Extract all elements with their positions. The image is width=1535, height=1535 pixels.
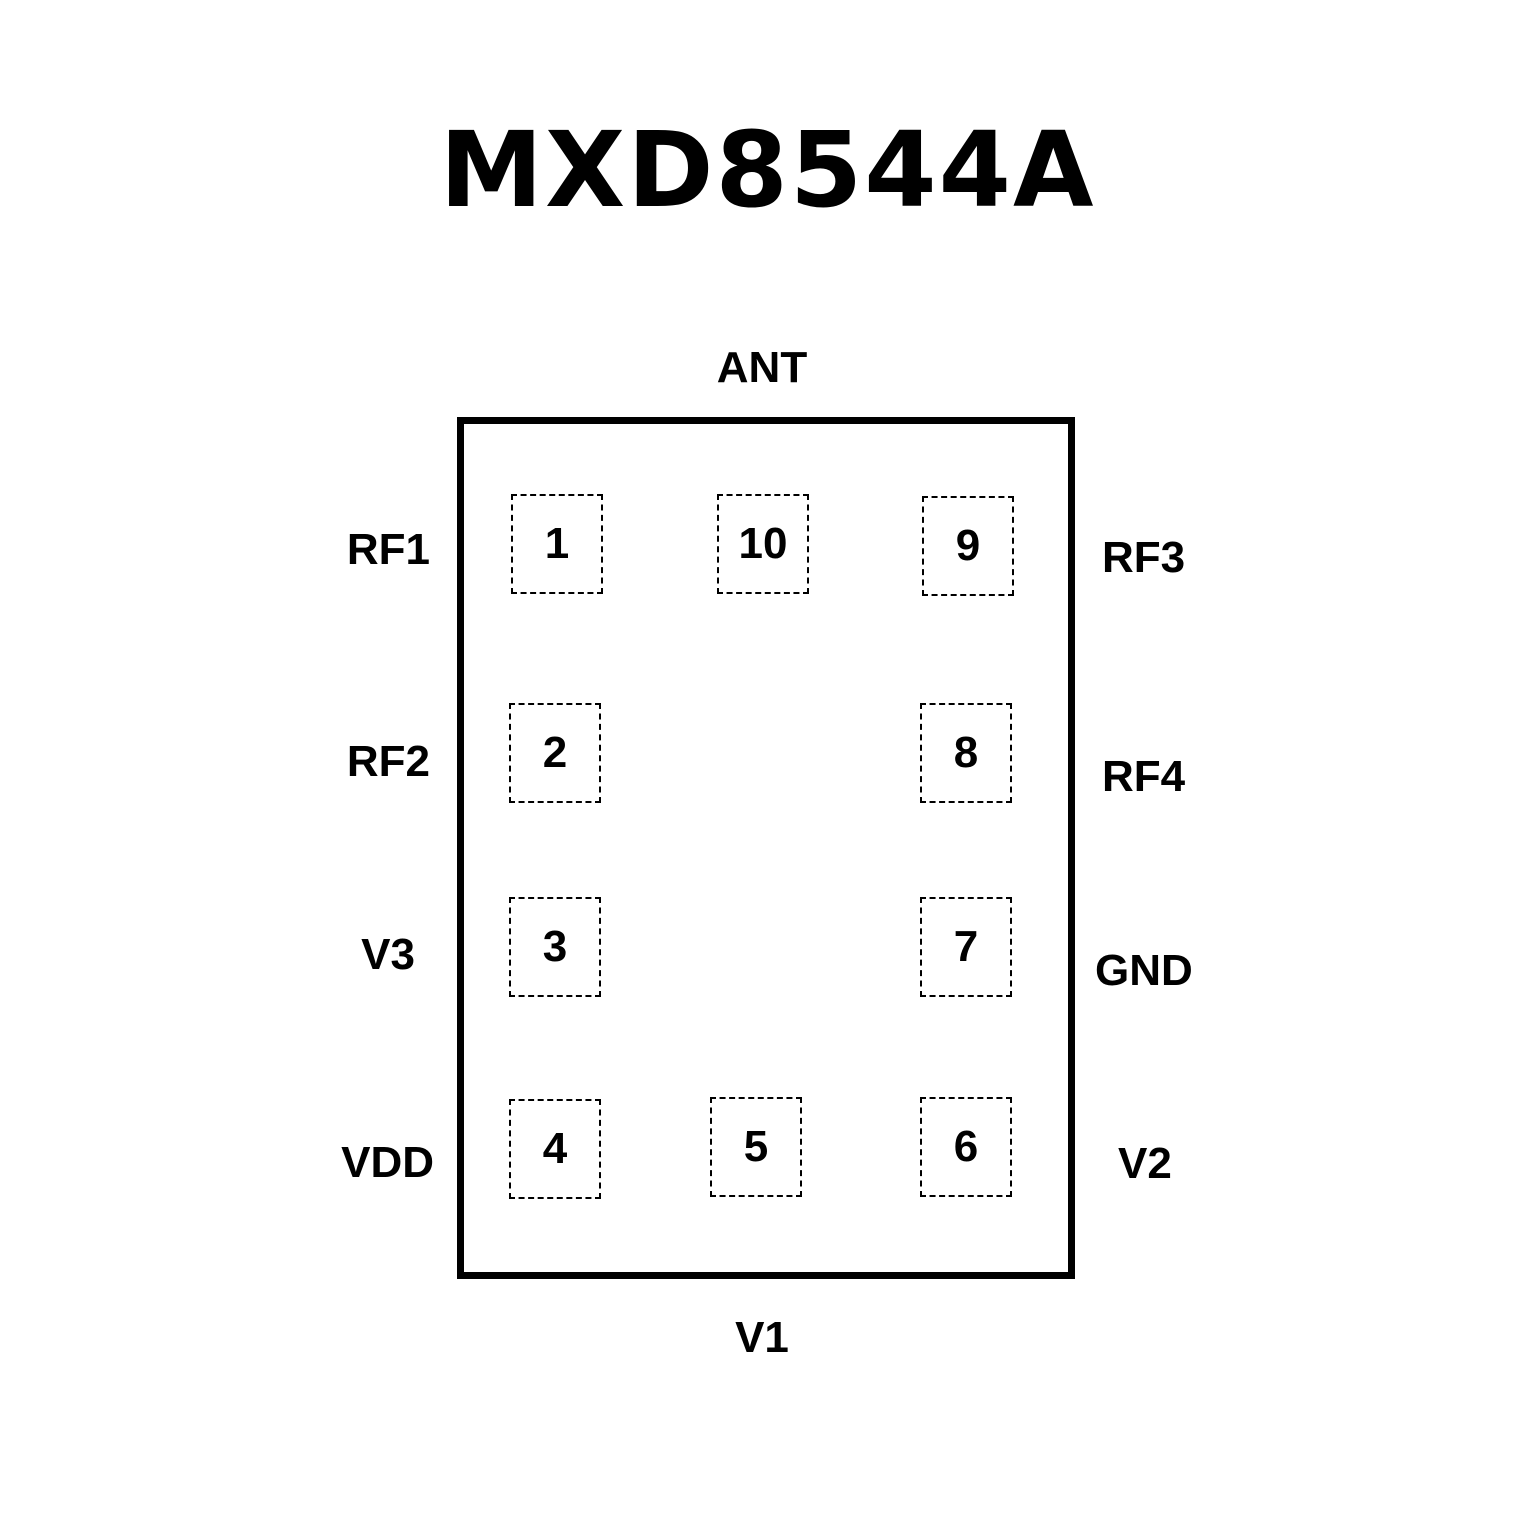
- pin-label-vdd: VDD: [341, 1138, 434, 1187]
- pin-label-v3: V3: [361, 930, 415, 979]
- pad-2: 2: [509, 703, 601, 803]
- pad-5: 5: [710, 1097, 802, 1197]
- pin-label-gnd: GND: [1095, 946, 1193, 995]
- pin-label-rf4: RF4: [1102, 752, 1186, 801]
- pad-6: 6: [920, 1097, 1012, 1197]
- pin-label-ant: ANT: [716, 343, 808, 392]
- pad-8: 8: [920, 703, 1012, 803]
- pin-label-rf1: RF1: [346, 525, 430, 574]
- device-title: MXD8544A: [439, 109, 1096, 231]
- pad-4: 4: [509, 1099, 601, 1199]
- pad-1: 1: [511, 494, 603, 594]
- pin-label-v2: V2: [1118, 1139, 1172, 1188]
- pad-10: 10: [717, 494, 809, 594]
- pad-3: 3: [509, 897, 601, 997]
- pin-label-rf2: RF2: [346, 737, 430, 786]
- pad-9: 9: [922, 496, 1014, 596]
- pad-7: 7: [920, 897, 1012, 997]
- package-outline: [457, 417, 1075, 1279]
- pin-label-v1: V1: [735, 1313, 789, 1362]
- pin-label-rf3: RF3: [1102, 533, 1186, 582]
